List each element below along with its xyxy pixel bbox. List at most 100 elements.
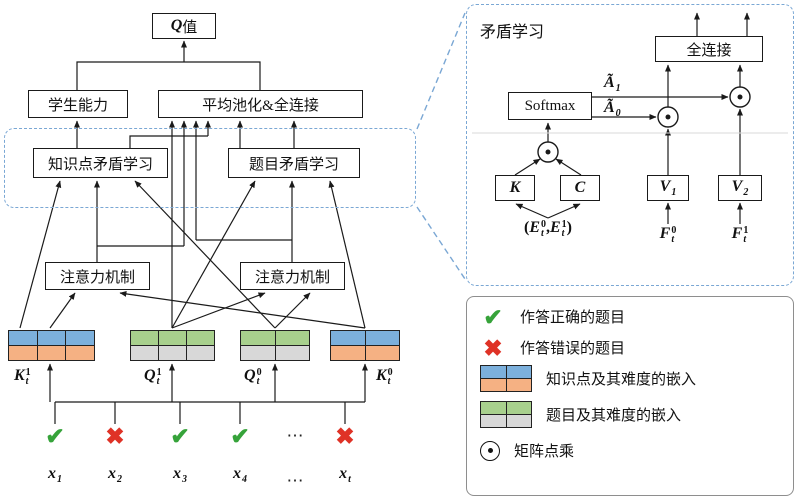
cross-icon: ✖ — [335, 423, 355, 449]
legend-row-dot-product: 矩阵点乘 — [480, 436, 574, 465]
k-box: K — [495, 175, 535, 201]
embedding-cell — [330, 345, 366, 361]
embedding-cell — [505, 378, 532, 392]
embedding-row — [130, 345, 215, 361]
embedding-row — [8, 330, 96, 346]
legend-dot-product-label: 矩阵点乘 — [514, 444, 575, 460]
detail-panel-title: 矛盾学习 — [480, 24, 545, 41]
embedding-cell — [65, 330, 96, 346]
embedding-cell — [8, 330, 38, 346]
fc-box: 全连接 — [655, 36, 763, 62]
legend-correct-label: 作答正确的题目 — [520, 310, 626, 326]
embedding-row — [480, 378, 532, 392]
question-embed-swatch — [480, 401, 532, 428]
pooling-fc-box: 平均池化&全连接 — [158, 90, 363, 118]
embedding-cell — [240, 330, 276, 346]
embedding-row — [240, 345, 310, 361]
embedding-cell — [158, 345, 187, 361]
softmax-label: Softmax — [524, 97, 576, 114]
q-value-symbol: Q — [170, 17, 183, 34]
legend-row-knowledge-embed: 知识点及其难度的嵌入 — [480, 364, 696, 393]
c-box: C — [560, 175, 600, 201]
dot-product-icon — [480, 440, 500, 461]
legend-wrong-label: 作答错误的题目 — [520, 341, 626, 357]
legend-panel — [466, 296, 794, 496]
dot-product-circles — [537, 86, 751, 163]
ellipsis: ⋯ — [286, 471, 304, 490]
pooling-fc-label: 平均池化&全连接 — [202, 97, 319, 114]
embedding-cell — [274, 330, 310, 346]
student-ability-label: 学生能力 — [47, 97, 108, 114]
embedding-row — [480, 401, 532, 415]
legend-question-embed-label: 题目及其难度的嵌入 — [546, 408, 682, 424]
embedding-row — [130, 330, 215, 346]
contradiction-dashed-region — [4, 128, 416, 208]
embedding-cell — [480, 401, 507, 415]
embedding-cell — [480, 414, 507, 428]
check-icon: ✔ — [230, 423, 250, 449]
embedding-row — [330, 345, 400, 361]
embedding-cell — [364, 330, 400, 346]
attention-left-label: 注意力机制 — [59, 269, 135, 286]
ellipsis: ⋯ — [286, 426, 304, 445]
arrow-lines — [19, 12, 750, 402]
embedding-cell — [364, 345, 400, 361]
legend-row-question-embed: 题目及其难度的嵌入 — [480, 400, 681, 429]
legend-row-wrong: ✖ 作答错误的题目 — [480, 333, 625, 362]
student-ability-box: 学生能力 — [28, 90, 128, 118]
cross-icon: ✖ — [483, 334, 503, 361]
cross-icon: ✖ — [105, 423, 125, 449]
embedding-cell — [505, 401, 532, 415]
embedding-row — [330, 330, 400, 346]
embedding-bar-kt0 — [330, 330, 400, 361]
attention-right-label: 注意力机制 — [254, 269, 330, 286]
embedding-cell — [186, 345, 215, 361]
plain-lines — [54, 61, 365, 424]
embedding-bar-kt1 — [8, 330, 96, 361]
attention-left-box: 注意力机制 — [45, 262, 150, 290]
knowledge-contradiction-label: 知识点矛盾学习 — [47, 156, 153, 173]
softmax-box: Softmax — [508, 92, 592, 120]
question-contradiction-box: 题目矛盾学习 — [228, 148, 360, 178]
embedding-cell — [274, 345, 310, 361]
check-icon: ✔ — [45, 423, 65, 449]
check-icon: ✔ — [170, 423, 190, 449]
embedding-cell — [505, 414, 532, 428]
embedding-bar-qt0 — [240, 330, 310, 361]
embedding-cell — [158, 330, 187, 346]
knowledge-contradiction-box: 知识点矛盾学习 — [33, 148, 168, 178]
embedding-cell — [480, 378, 507, 392]
embedding-cell — [240, 345, 276, 361]
embedding-bar-qt1 — [130, 330, 215, 361]
embedding-row — [8, 345, 96, 361]
embedding-row — [480, 365, 532, 379]
check-icon: ✔ — [483, 303, 503, 330]
embedding-cell — [480, 365, 507, 379]
embedding-row — [240, 330, 310, 346]
knowledge-embed-swatch — [480, 365, 532, 392]
embedding-cell — [186, 330, 215, 346]
embedding-cell — [505, 365, 532, 379]
q-value-suffix: 值 — [182, 19, 198, 36]
legend-knowledge-embed-label: 知识点及其难度的嵌入 — [546, 372, 697, 388]
embedding-cell — [36, 345, 67, 361]
embedding-cell — [36, 330, 67, 346]
embedding-cell — [65, 345, 96, 361]
question-contradiction-label: 题目矛盾学习 — [248, 156, 339, 173]
embedding-cell — [8, 345, 38, 361]
legend-row-correct: ✔ 作答正确的题目 — [480, 302, 625, 331]
